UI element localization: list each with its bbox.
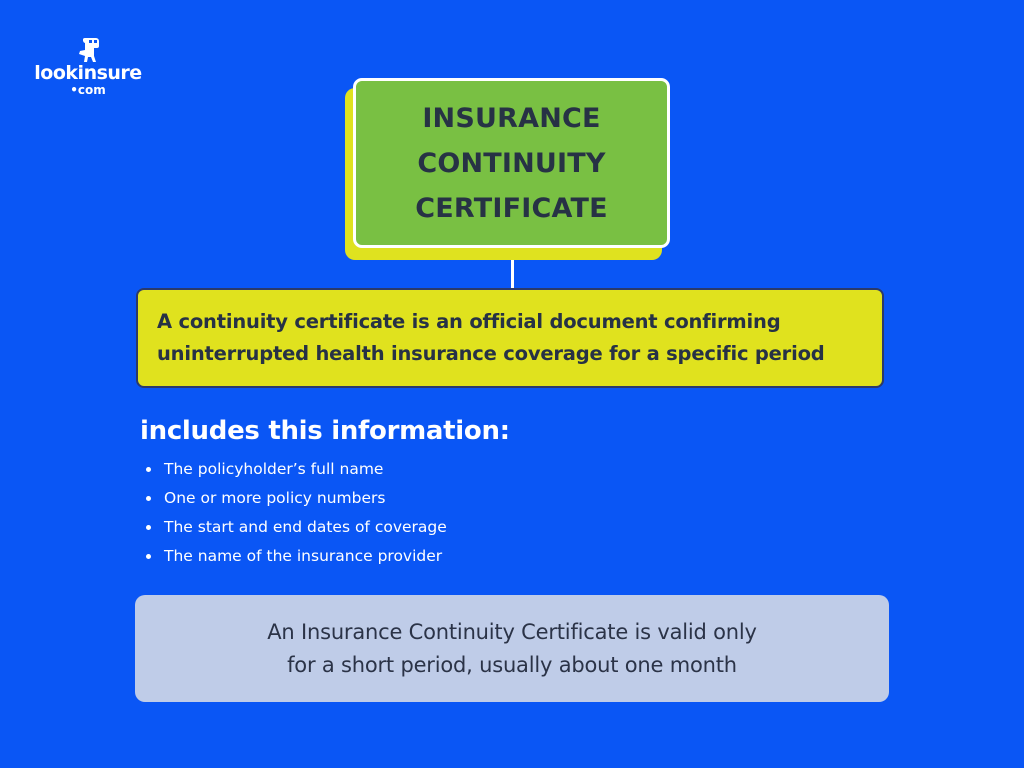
- lookinsure-logo: lookinsure •com: [28, 37, 148, 101]
- page-title: INSURANCE CONTINUITY CERTIFICATE: [415, 96, 607, 231]
- list-item: The start and end dates of coverage: [144, 513, 447, 542]
- validity-note-card: An Insurance Continuity Certificate is v…: [135, 595, 889, 702]
- definition-text: A continuity certificate is an official …: [157, 306, 825, 370]
- list-item-label: The policyholder’s full name: [164, 460, 384, 478]
- connector-line: [511, 260, 514, 288]
- info-list: The policyholder’s full name One or more…: [144, 455, 447, 571]
- bullet-icon: [146, 496, 151, 501]
- bullet-icon: [146, 467, 151, 472]
- definition-card: A continuity certificate is an official …: [136, 288, 884, 388]
- list-item: The name of the insurance provider: [144, 542, 447, 571]
- title-line: CERTIFICATE: [415, 192, 608, 224]
- bullet-icon: [146, 525, 151, 530]
- list-item-label: The start and end dates of coverage: [164, 518, 447, 536]
- list-item-label: One or more policy numbers: [164, 489, 386, 507]
- brand-name: lookinsure: [34, 62, 142, 84]
- title-line: CONTINUITY: [417, 147, 606, 179]
- validity-note: An Insurance Continuity Certificate is v…: [267, 616, 757, 682]
- brand-tld: •com: [70, 83, 106, 97]
- note-line: An Insurance Continuity Certificate is v…: [267, 619, 757, 644]
- definition-line: uninterrupted health insurance coverage …: [157, 342, 825, 365]
- definition-line: A continuity certificate is an official …: [157, 310, 781, 333]
- includes-heading: includes this information:: [140, 416, 510, 446]
- list-item-label: The name of the insurance provider: [164, 547, 443, 565]
- note-line: for a short period, usually about one mo…: [287, 652, 737, 677]
- title-line: INSURANCE: [422, 102, 601, 134]
- list-item: The policyholder’s full name: [144, 455, 447, 484]
- list-item: One or more policy numbers: [144, 484, 447, 513]
- title-card: INSURANCE CONTINUITY CERTIFICATE: [353, 78, 670, 248]
- bullet-icon: [146, 554, 151, 559]
- dinosaur-mascot-icon: [79, 37, 99, 62]
